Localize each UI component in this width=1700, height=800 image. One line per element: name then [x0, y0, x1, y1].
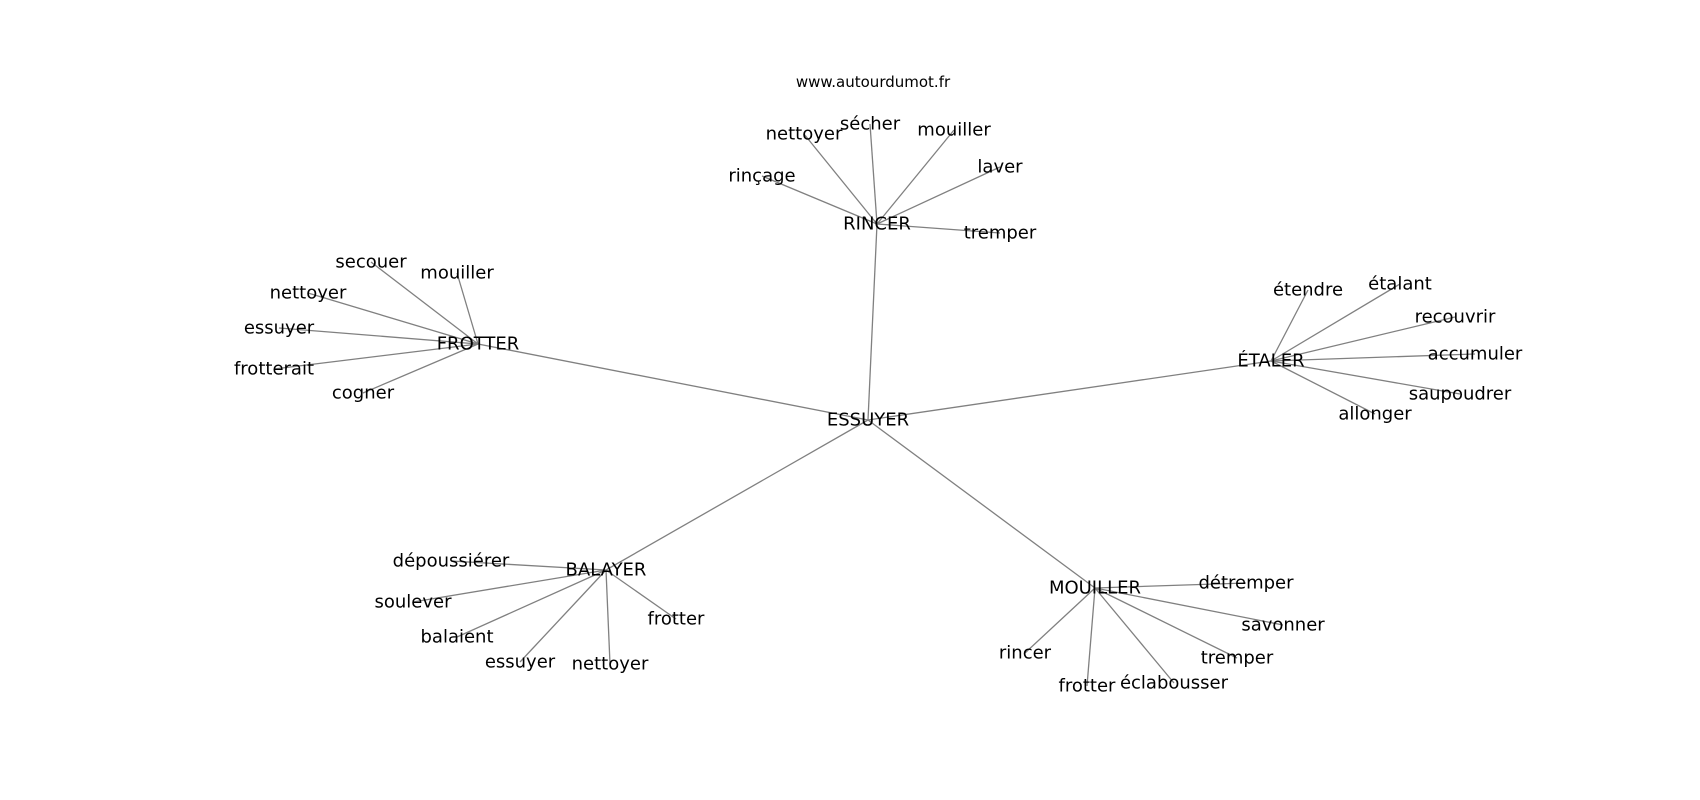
leaf-node-label: sécher [840, 114, 901, 135]
edge-frotter-leaf-1 [456, 272, 479, 345]
leaf-node-label: accumuler [1428, 344, 1523, 365]
hub-node-label-rincer: RINCER [843, 214, 911, 235]
edge-etaler-leaf-3 [1270, 353, 1476, 362]
leaf-node-label: essuyer [244, 318, 315, 339]
leaf-node-label: éclabousser [1120, 673, 1229, 694]
edge-frotter-leaf-3 [278, 327, 479, 345]
edge-etaler-leaf-1 [1270, 283, 1401, 362]
edge-etaler-leaf-0 [1270, 289, 1309, 362]
hub-node-label-balayer: BALAYER [566, 560, 647, 581]
leaf-node-label: mouiller [420, 263, 494, 284]
leaf-node-label: rinçage [728, 166, 795, 187]
leaf-node-label: laver [977, 157, 1023, 178]
leaf-node-label: frotter [1059, 676, 1117, 697]
edge-center-mouiller [867, 419, 1096, 589]
edge-rincer-leaf-5 [876, 223, 1001, 234]
edge-balayer-leaf-4 [605, 569, 611, 665]
hub-node-label-mouiller: MOUILLER [1049, 578, 1141, 599]
leaf-node-label: soulever [374, 592, 452, 613]
edge-mouiller-leaf-1 [1094, 587, 1284, 626]
hub-node-label-etaler: ÉTALER [1237, 350, 1304, 372]
edge-frotter-leaf-2 [307, 292, 479, 345]
network-edges [273, 123, 1476, 687]
edge-balayer-leaf-2 [456, 569, 607, 638]
edge-mouiller-leaf-5 [1024, 587, 1096, 654]
edge-mouiller-leaf-3 [1094, 587, 1175, 684]
leaf-node-label: tremper [964, 223, 1037, 244]
leaf-node-label: nettoyer [270, 283, 347, 304]
edge-center-balayer [605, 419, 869, 571]
edge-mouiller-leaf-4 [1086, 587, 1096, 687]
leaf-node-label: nettoyer [766, 124, 843, 145]
leaf-node-label: allonger [1338, 404, 1412, 425]
edge-balayer-leaf-5 [605, 569, 677, 620]
edge-center-rincer [867, 223, 878, 421]
leaf-node-label: dépoussiérer [393, 551, 510, 572]
leaf-node-label: recouvrir [1415, 307, 1496, 328]
leaf-node-label: nettoyer [572, 654, 649, 675]
leaf-node-label: rincer [999, 643, 1052, 664]
center-node-label: ESSUYER [827, 410, 909, 431]
leaf-node-label: essuyer [485, 652, 556, 673]
leaf-node-label: secouer [335, 252, 407, 273]
leaf-node-label: saupoudrer [1409, 384, 1512, 405]
edge-mouiller-leaf-0 [1094, 582, 1247, 589]
edge-etaler-leaf-5 [1270, 360, 1376, 415]
edge-rincer-leaf-0 [761, 175, 878, 225]
edge-etaler-leaf-2 [1270, 316, 1456, 362]
edge-rincer-leaf-3 [876, 129, 955, 225]
edge-center-frotter [477, 343, 869, 421]
leaf-node-label: tremper [1201, 648, 1274, 669]
edge-rincer-leaf-2 [869, 123, 878, 225]
edge-frotter-leaf-0 [370, 261, 479, 345]
edge-frotter-leaf-5 [362, 343, 479, 394]
leaf-node-label: balaient [420, 627, 493, 648]
edge-balayer-leaf-0 [450, 560, 607, 571]
edge-center-etaler [867, 360, 1272, 421]
leaf-node-label: étendre [1273, 280, 1343, 301]
leaf-node-label: savonner [1241, 615, 1325, 636]
edge-frotter-leaf-4 [273, 343, 479, 370]
source-url: www.autourdumot.fr [796, 73, 951, 91]
edge-balayer-leaf-3 [519, 569, 607, 663]
leaf-node-label: cogner [332, 383, 395, 404]
leaf-node-label: frotter [648, 609, 706, 630]
leaf-node-label: frotterait [234, 359, 314, 380]
edge-mouiller-leaf-2 [1094, 587, 1238, 659]
edge-etaler-leaf-4 [1270, 360, 1461, 395]
edge-rincer-leaf-1 [803, 133, 878, 225]
edge-balayer-leaf-1 [412, 569, 607, 603]
leaf-node-label: étalant [1368, 274, 1432, 295]
hub-node-label-frotter: FROTTER [437, 334, 520, 355]
edge-rincer-leaf-4 [876, 166, 1001, 225]
leaf-node-label: détremper [1198, 573, 1294, 594]
leaf-node-label: mouiller [917, 120, 991, 141]
